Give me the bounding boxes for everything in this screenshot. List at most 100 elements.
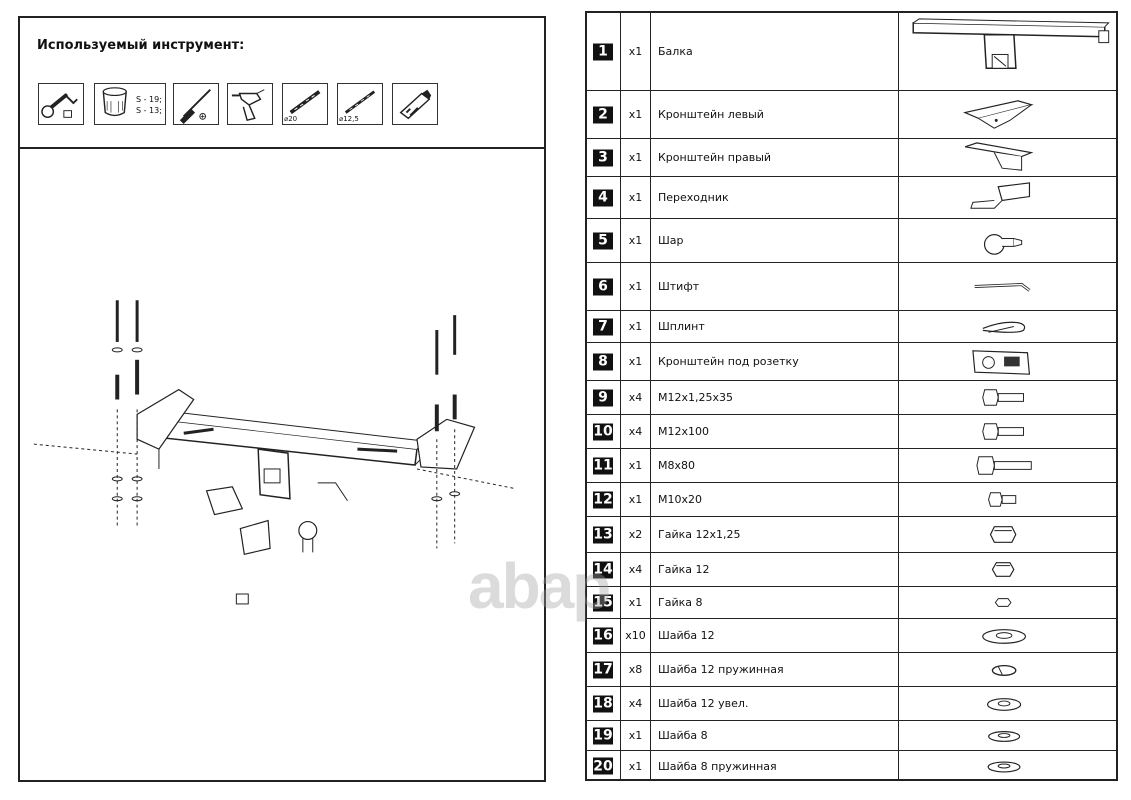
part-name: Кронштейн левый xyxy=(651,91,899,138)
table-row: 19 x1 Шайба 8 xyxy=(587,721,1116,751)
part-qty: x1 xyxy=(621,721,651,750)
part-name: Шайба 8 xyxy=(651,721,899,750)
table-row: 2 x1 Кронштейн левый xyxy=(587,91,1116,139)
part-number: 11 xyxy=(593,457,613,474)
part-qty: x1 xyxy=(621,219,651,262)
table-row: 7 x1 Шплинт xyxy=(587,311,1116,343)
table-row: 11 x1 M8x80 xyxy=(587,449,1116,483)
washer-icon xyxy=(899,619,1116,652)
part-qty: x1 xyxy=(621,139,651,176)
part-number: 5 xyxy=(593,232,613,249)
table-row: 16 x10 Шайба 12 xyxy=(587,619,1116,653)
part-number: 14 xyxy=(593,561,613,578)
pin-icon xyxy=(899,263,1116,310)
adapter-icon xyxy=(899,177,1116,218)
part-name: Штифт xyxy=(651,263,899,310)
part-name: Шплинт xyxy=(651,311,899,342)
part-number: 3 xyxy=(593,149,613,166)
parts-table: 1 x1 Балка 2 x1 Кронштейн левый 3 x1 Кро… xyxy=(585,11,1118,781)
part-qty: x10 xyxy=(621,619,651,652)
table-row: 14 x4 Гайка 12 xyxy=(587,553,1116,587)
part-number: 6 xyxy=(593,278,613,295)
part-qty: x4 xyxy=(621,553,651,586)
socket-bracket-icon xyxy=(899,343,1116,380)
part-name: Шар xyxy=(651,219,899,262)
bolt-icon xyxy=(899,415,1116,448)
part-name: Гайка 12x1,25 xyxy=(651,517,899,552)
washer-icon xyxy=(899,687,1116,720)
part-qty: x1 xyxy=(621,91,651,138)
part-name: Шайба 8 пружинная xyxy=(651,751,899,781)
cotter-pin-icon xyxy=(899,311,1116,342)
socket-icon: S - 19;S - 13; xyxy=(94,83,166,125)
part-name: Кронштейн правый xyxy=(651,139,899,176)
part-name: M12x1,25x35 xyxy=(651,381,899,414)
part-number: 13 xyxy=(593,526,613,543)
part-number: 17 xyxy=(593,661,613,678)
part-qty: x1 xyxy=(621,311,651,342)
part-number: 2 xyxy=(593,106,613,123)
part-number: 16 xyxy=(593,627,613,644)
part-number: 20 xyxy=(593,757,613,775)
washer-icon xyxy=(899,721,1116,750)
bolt-icon xyxy=(899,381,1116,414)
part-number: 10 xyxy=(593,423,613,440)
part-number: 7 xyxy=(593,318,613,335)
part-number: 19 xyxy=(593,727,613,744)
part-number: 15 xyxy=(593,594,613,611)
spring-washer-icon xyxy=(899,653,1116,686)
part-qty: x4 xyxy=(621,415,651,448)
part-qty: x1 xyxy=(621,483,651,516)
nut-icon xyxy=(899,517,1116,552)
part-name: Гайка 12 xyxy=(651,553,899,586)
table-row: 3 x1 Кронштейн правый xyxy=(587,139,1116,177)
washer-icon xyxy=(899,751,1116,781)
screwdriver-icon xyxy=(173,83,219,125)
assembly-panel: Используемый инструмент: S - 19;S - 13; … xyxy=(18,16,546,782)
bolt-icon xyxy=(899,449,1116,482)
utility-knife-icon xyxy=(392,83,438,125)
table-row: 20 x1 Шайба 8 пружинная xyxy=(587,751,1116,781)
part-number: 12 xyxy=(593,491,613,508)
table-row: 6 x1 Штифт xyxy=(587,263,1116,311)
part-number: 1 xyxy=(593,43,613,60)
part-qty: x1 xyxy=(621,751,651,781)
part-name: M10x20 xyxy=(651,483,899,516)
table-row: 4 x1 Переходник xyxy=(587,177,1116,219)
table-row: 1 x1 Балка xyxy=(587,13,1116,91)
part-qty: x1 xyxy=(621,449,651,482)
tools-title: Используемый инструмент: xyxy=(37,38,245,53)
table-row: 18 x4 Шайба 12 увел. xyxy=(587,687,1116,721)
part-number: 18 xyxy=(593,695,613,712)
table-row: 10 x4 M12x100 xyxy=(587,415,1116,449)
part-qty: x1 xyxy=(621,177,651,218)
part-qty: x1 xyxy=(621,343,651,380)
exploded-assembly-diagram xyxy=(20,149,544,780)
part-qty: x8 xyxy=(621,653,651,686)
drill-icon xyxy=(227,83,273,125)
tools-section: Используемый инструмент: S - 19;S - 13; … xyxy=(20,18,544,149)
part-name: Шайба 12 увел. xyxy=(651,687,899,720)
part-qty: x1 xyxy=(621,13,651,90)
part-number: 4 xyxy=(593,189,613,206)
left-bracket-icon xyxy=(899,91,1116,138)
socket-sizes: S - 19;S - 13; xyxy=(136,95,162,115)
part-name: Балка xyxy=(651,13,899,90)
part-number: 9 xyxy=(593,389,613,406)
part-name: M8x80 xyxy=(651,449,899,482)
part-number: 8 xyxy=(593,353,613,370)
part-name: Гайка 8 xyxy=(651,587,899,618)
table-row: 8 x1 Кронштейн под розетку xyxy=(587,343,1116,381)
table-row: 17 x8 Шайба 12 пружинная xyxy=(587,653,1116,687)
part-name: Шайба 12 пружинная xyxy=(651,653,899,686)
part-name: Шайба 12 xyxy=(651,619,899,652)
part-qty: x2 xyxy=(621,517,651,552)
nut-icon xyxy=(899,587,1116,618)
drill-bit-20-icon: ⌀20 xyxy=(282,83,328,125)
part-qty: x1 xyxy=(621,587,651,618)
part-qty: x1 xyxy=(621,263,651,310)
drill-bit-12-icon: ⌀12,5 xyxy=(337,83,383,125)
part-qty: x4 xyxy=(621,381,651,414)
nut-icon xyxy=(899,553,1116,586)
table-row: 13 x2 Гайка 12x1,25 xyxy=(587,517,1116,553)
